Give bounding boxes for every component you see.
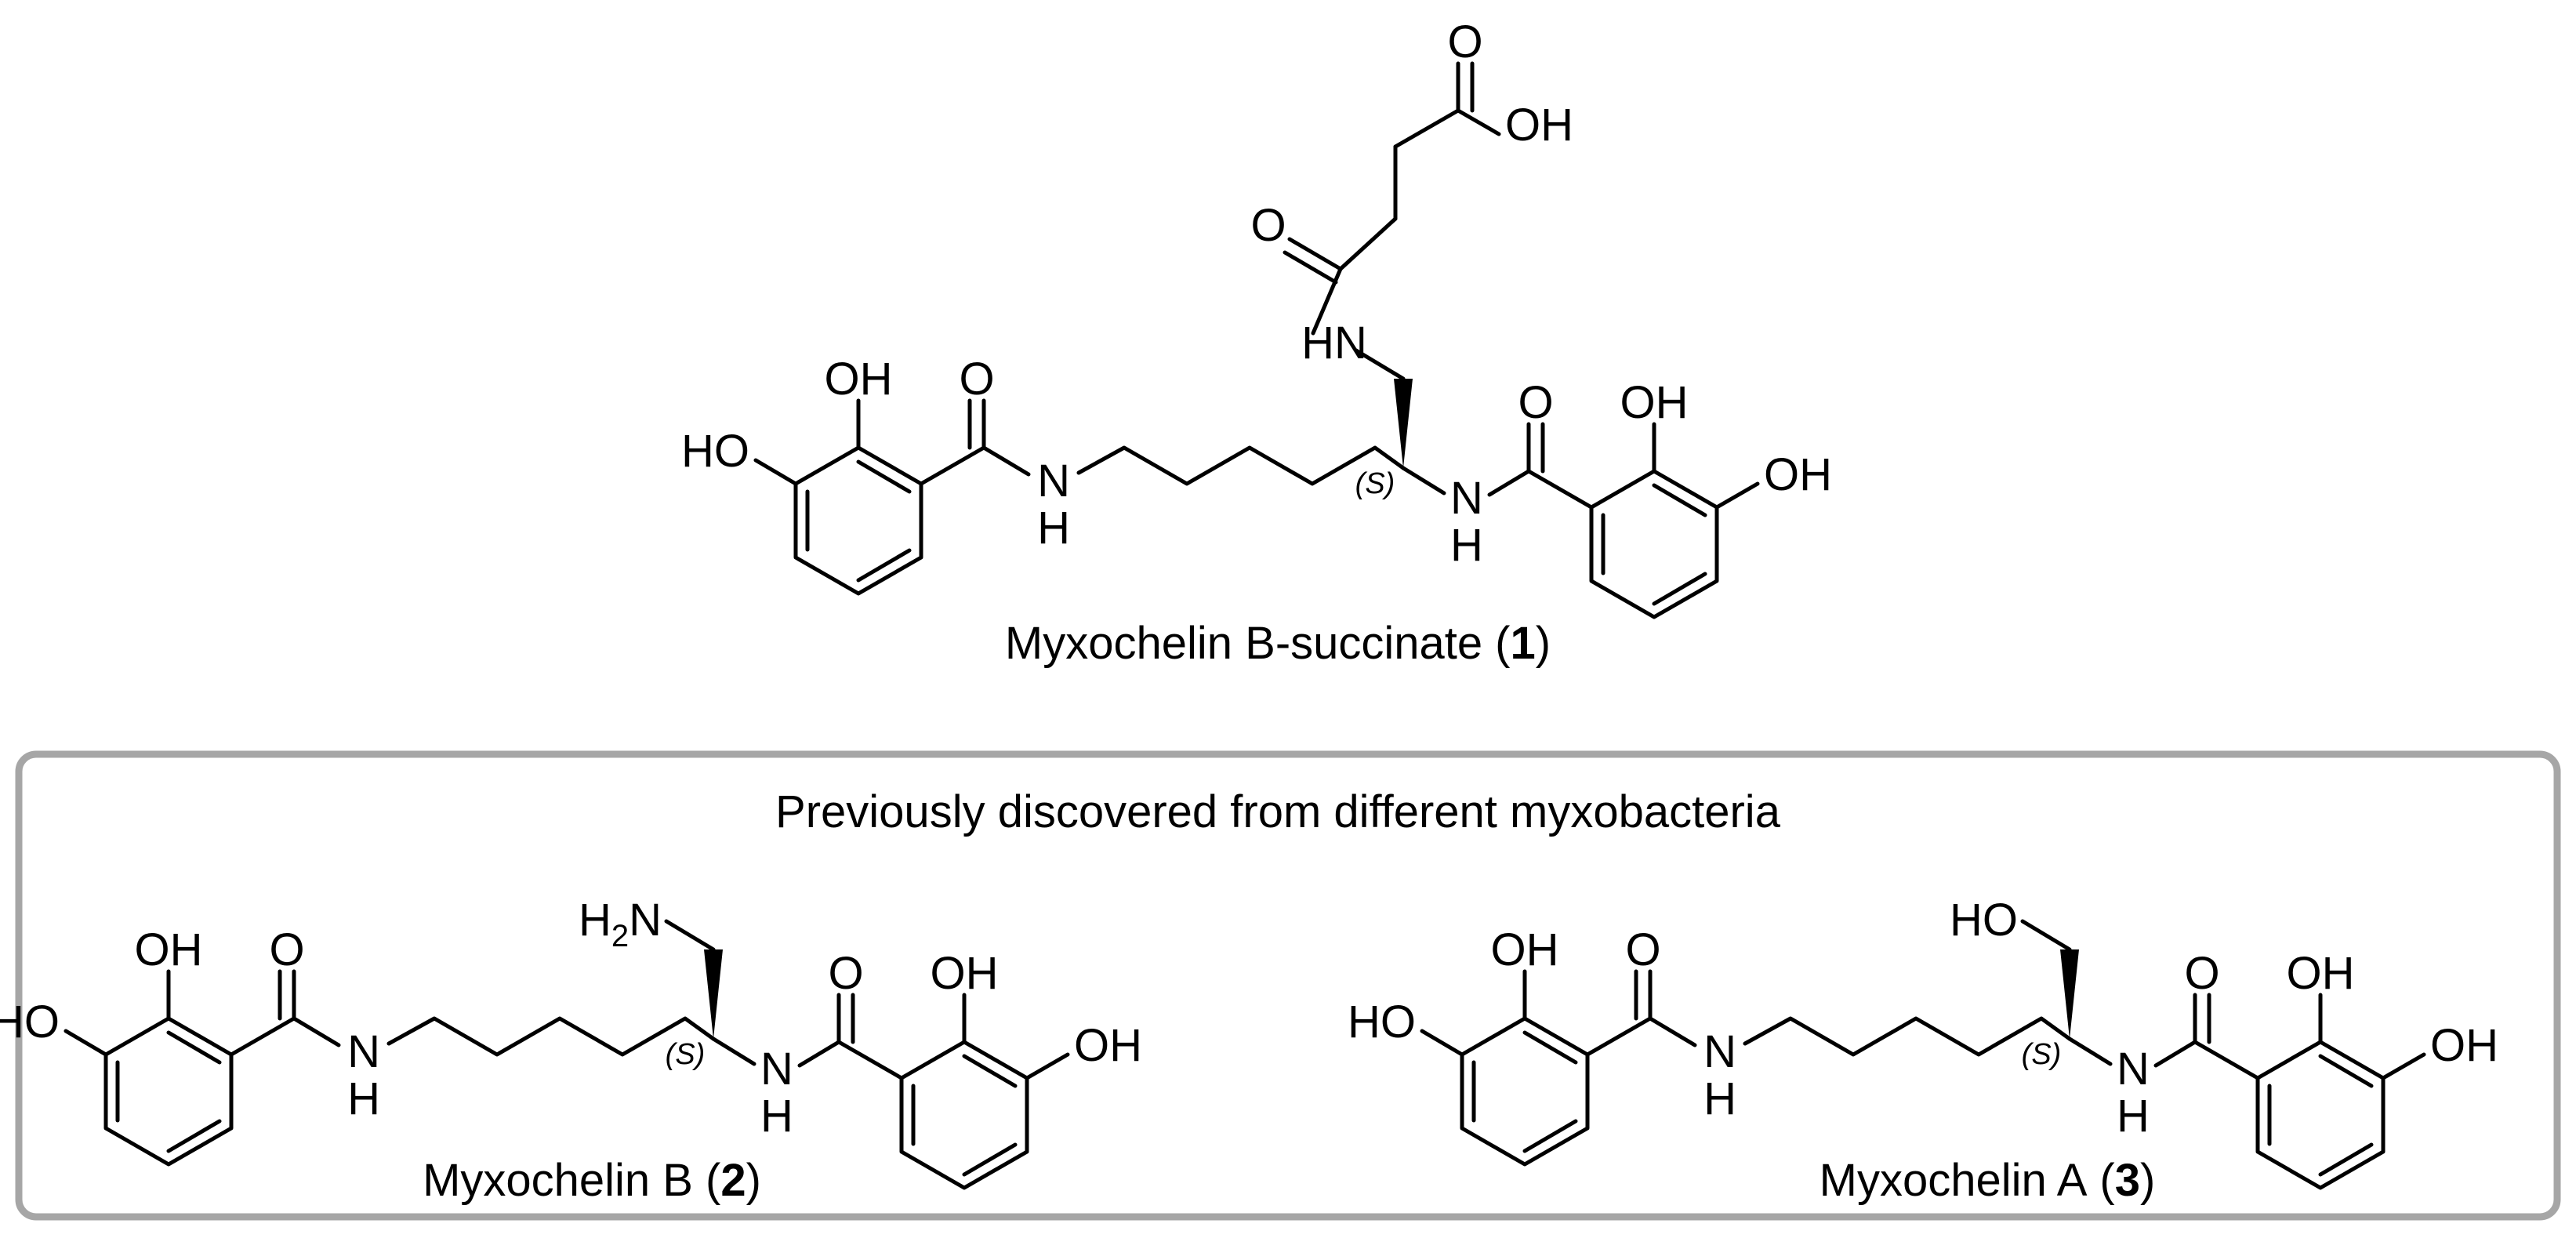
c1-h-left: H: [1037, 503, 1070, 554]
c2-ho-left: HO: [0, 997, 60, 1047]
c2-o-right: O: [828, 948, 863, 999]
c1-ho-left: HO: [681, 426, 749, 477]
compound-2-caption: Myxochelin B (2): [423, 1155, 761, 1206]
c1-h-right: H: [1450, 520, 1483, 571]
c2-o-left: O: [269, 924, 304, 975]
compound-2-name: Myxochelin B: [423, 1155, 693, 1206]
c2-n-right: N: [760, 1044, 793, 1095]
c2-oh-right: OH: [1074, 1020, 1142, 1071]
compound-2-number: 2: [720, 1155, 746, 1206]
compound-1-number: 1: [1511, 618, 1536, 669]
c2-n-left: N: [347, 1026, 380, 1077]
c1-o-acid: O: [1447, 16, 1482, 67]
c1-n-right: N: [1450, 473, 1483, 524]
c3-n-left: N: [1703, 1026, 1736, 1077]
c2-oh-left-top: OH: [135, 924, 203, 975]
c3-ho-side: HO: [1950, 895, 2018, 946]
compound-1-open: (: [1495, 618, 1510, 669]
c1-hn: HN: [1301, 318, 1367, 368]
c2-h-left: H: [347, 1073, 380, 1124]
compound-2-structure: OH HO O N H N H O OH OH (S) H2N: [0, 895, 1142, 1188]
c1-stereo: (S): [1355, 467, 1395, 500]
c3-oh-right: OH: [2430, 1020, 2498, 1071]
c3-n-right: N: [2117, 1044, 2150, 1095]
c1-oh-right: OH: [1764, 449, 1832, 500]
c3-h-right: H: [2117, 1091, 2150, 1142]
box-title: Previously discovered from different myx…: [775, 786, 1781, 837]
compound-1-caption: Myxochelin B-succinate (1): [1005, 618, 1551, 669]
c3-oh-left-top: OH: [1491, 924, 1559, 975]
c3-o-right: O: [2184, 948, 2219, 999]
compound-3-number: 3: [2115, 1155, 2140, 1206]
c2-oh-right-top: OH: [931, 948, 999, 999]
compound-3-close: ): [2140, 1155, 2155, 1206]
c1-oh-left-top: OH: [825, 354, 893, 405]
c1-o-amide: O: [1250, 200, 1286, 251]
c1-oh-acid: OH: [1505, 100, 1573, 151]
c3-h-left: H: [1703, 1073, 1736, 1124]
c3-oh-right-top: OH: [2287, 948, 2355, 999]
compound-3-caption: Myxochelin A(3): [1820, 1155, 2156, 1206]
c3-stereo: (S): [2022, 1038, 2062, 1071]
compound-1-structure: OH HO O N H N H O OH OH (S) HN O O OH: [681, 16, 1832, 617]
compound-3-structure: OH HO O N H N H O OH OH (S) HO: [1348, 895, 2498, 1188]
c2-stereo: (S): [666, 1038, 706, 1071]
compound-2-open: (: [706, 1155, 720, 1206]
c2-h2n: H2N: [579, 895, 662, 953]
compound-2-close: ): [746, 1155, 761, 1206]
previous-box: [15, 750, 2561, 1221]
compound-1-name: Myxochelin B-succinate: [1005, 618, 1482, 669]
compound-1-close: ): [1536, 618, 1551, 669]
compound-3-open: (: [2099, 1155, 2114, 1206]
c3-o-left: O: [1625, 924, 1660, 975]
c1-oh-right-top: OH: [1620, 377, 1689, 428]
c3-ho-left: HO: [1348, 997, 1416, 1047]
c2-h-right: H: [760, 1091, 793, 1142]
c1-o-right: O: [1518, 377, 1553, 428]
c1-o-left: O: [959, 354, 994, 405]
c1-n-left: N: [1037, 456, 1070, 506]
compound-3-name: Myxochelin A: [1820, 1155, 2088, 1206]
